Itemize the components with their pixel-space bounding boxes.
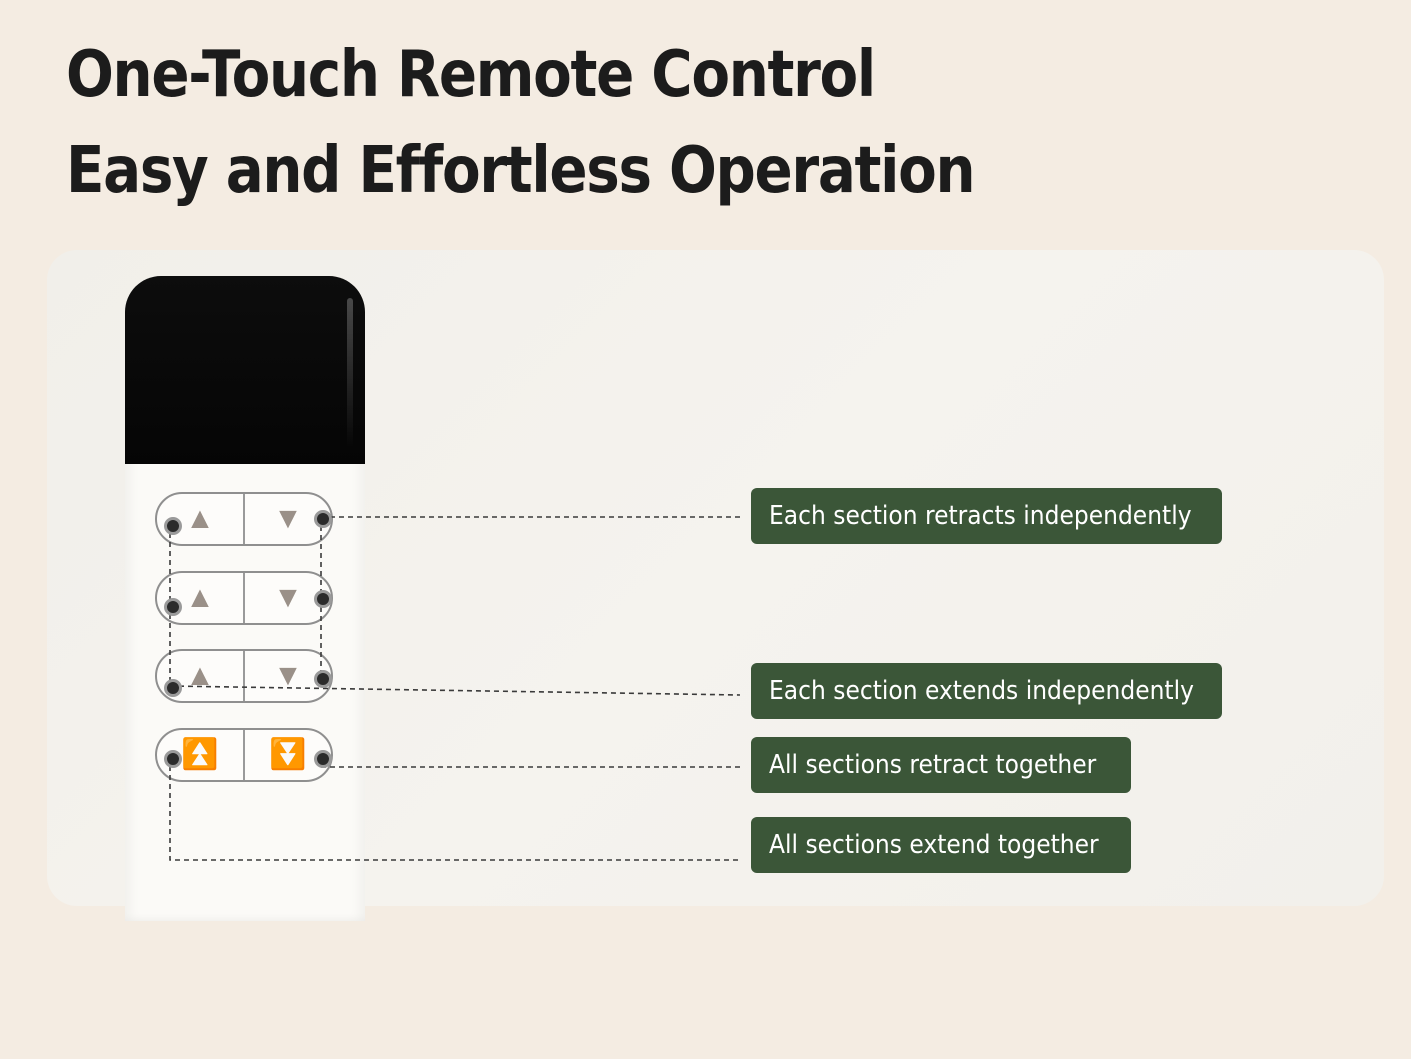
label-retract-all: All sections retract together: [751, 737, 1131, 793]
remote-control: ▲ ▼ ▲ ▼ ▲ ▼ ⏫ ⏬: [125, 276, 365, 921]
double-down-arrow-icon[interactable]: ⏬: [269, 738, 307, 771]
callout-dot: [164, 598, 182, 616]
callout-dot: [164, 679, 182, 697]
callout-dot: [314, 510, 332, 528]
down-arrow-icon[interactable]: ▼: [273, 659, 303, 692]
button-row-3: ▲ ▼: [155, 649, 333, 703]
label-retract-each: Each section retracts independently: [751, 488, 1222, 544]
button-row-1: ▲ ▼: [155, 492, 333, 546]
callout-dot: [164, 750, 182, 768]
up-arrow-icon[interactable]: ▲: [157, 651, 245, 701]
remote-top-cap: [125, 276, 365, 464]
callout-line-extend-each: [169, 524, 741, 696]
up-arrow-icon[interactable]: ▲: [157, 494, 245, 544]
callout-line-extend-all: [169, 757, 740, 861]
down-arrow-icon[interactable]: ▼: [273, 502, 303, 535]
down-arrow-icon[interactable]: ▼: [273, 581, 303, 614]
callout-dot: [314, 590, 332, 608]
page-title-line1: One-Touch Remote Control: [66, 38, 876, 112]
button-row-2: ▲ ▼: [155, 571, 333, 625]
callout-dot: [164, 517, 182, 535]
page-title-line2: Easy and Effortless Operation: [66, 134, 976, 208]
button-row-4: ⏫ ⏬: [155, 728, 333, 782]
label-extend-all: All sections extend together: [751, 817, 1131, 873]
label-extend-each: Each section extends independently: [751, 663, 1222, 719]
up-arrow-icon[interactable]: ▲: [157, 573, 245, 623]
double-up-arrow-icon[interactable]: ⏫: [157, 730, 245, 780]
callout-dot: [314, 750, 332, 768]
callout-dot: [314, 670, 332, 688]
